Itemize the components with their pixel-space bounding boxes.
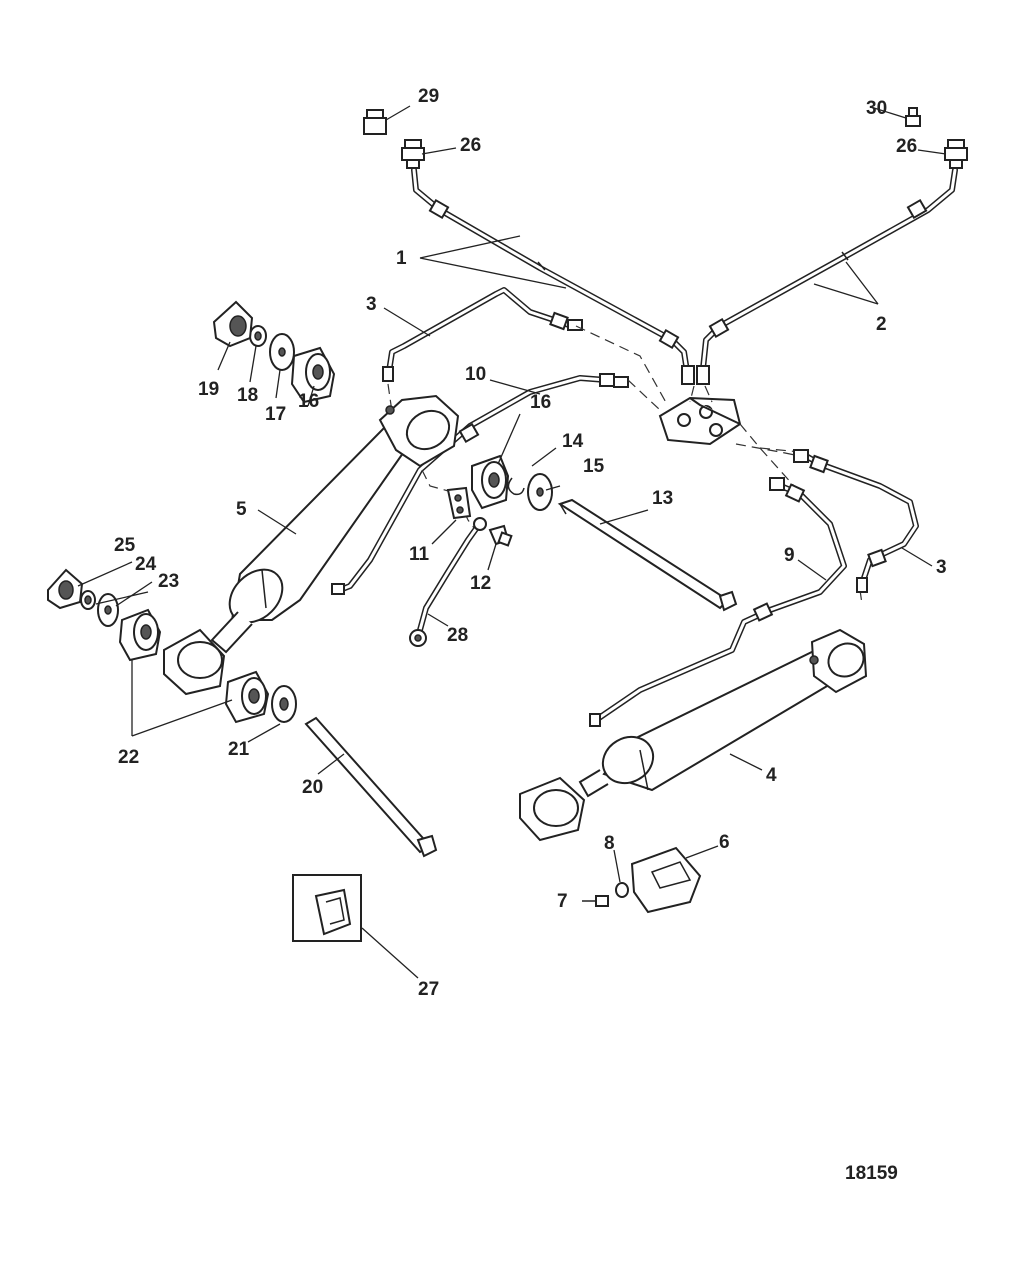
nut-24 [80, 590, 96, 610]
callout-9: 9 [784, 545, 795, 566]
hydraulic-line-2 [699, 167, 958, 381]
callout-19: 19 [198, 379, 219, 400]
callout-17: 17 [265, 404, 286, 425]
leader-lines [77, 105, 947, 979]
clip-6 [630, 846, 702, 914]
screw-12 [488, 524, 513, 547]
callout-10: 10 [465, 364, 486, 385]
washer-8 [615, 882, 629, 898]
hydraulic-line-9 [589, 477, 847, 727]
bushing-16-lower [471, 454, 510, 510]
ground-strap-28 [409, 517, 487, 647]
callout-12: 12 [470, 573, 491, 594]
callout-21: 21 [228, 739, 250, 760]
hydraulic-cylinder-5 [210, 394, 460, 654]
callout-23: 23 [158, 571, 179, 592]
bushing-22-lower [224, 670, 270, 724]
hydraulic-line-3-right [793, 449, 919, 593]
line-end-fittings [681, 365, 710, 385]
cap-25 [47, 568, 84, 610]
bushing-22-upper [118, 608, 162, 662]
inset-box-27 [292, 874, 362, 942]
nut-18 [249, 325, 267, 347]
figure-number: 18159 [845, 1163, 898, 1184]
bracket-11 [446, 486, 472, 520]
hydraulic-cylinder-4 [578, 628, 868, 798]
fitting-26-right [944, 139, 968, 169]
callout-18: 18 [237, 385, 258, 406]
callout-25: 25 [114, 535, 136, 556]
callout-27: 27 [418, 979, 439, 1000]
fitting-26-left [401, 139, 425, 169]
callout-4: 4 [766, 765, 777, 786]
cylinder-4-rod-end [519, 776, 586, 842]
callout-1: 1 [396, 248, 407, 269]
callout-labels: 29 26 1 30 26 2 3 10 16 14 15 13 19 18 1… [114, 86, 947, 1184]
washer-17 [269, 333, 295, 371]
washer-23 [97, 593, 119, 627]
callout-14: 14 [562, 431, 584, 452]
callout-16-left: 16 [298, 391, 319, 412]
callout-29: 29 [418, 86, 439, 107]
callout-3-lower: 3 [936, 557, 947, 578]
screw-7 [582, 895, 609, 907]
hydraulic-line-1 [411, 167, 691, 381]
callout-16-right: 16 [530, 392, 551, 413]
callout-20: 20 [302, 777, 323, 798]
pivot-pin-20 [304, 716, 438, 858]
callout-6: 6 [719, 832, 730, 853]
bushing-16-upper [290, 346, 336, 404]
hydraulic-line-3-left [382, 287, 583, 382]
fitting-29 [363, 109, 387, 135]
callout-24: 24 [135, 554, 157, 575]
callout-7: 7 [557, 891, 568, 912]
washer-21 [271, 685, 297, 723]
callout-26-left: 26 [460, 135, 481, 156]
fitting-30 [905, 107, 921, 127]
callout-8: 8 [604, 833, 615, 854]
callout-13: 13 [652, 488, 673, 509]
callout-30: 30 [866, 98, 887, 119]
pivot-pin-13 [557, 498, 738, 612]
callout-22: 22 [118, 747, 139, 768]
rod-end-cap [163, 628, 226, 696]
callout-11: 11 [409, 544, 430, 565]
cap-19 [212, 300, 254, 348]
callout-28: 28 [447, 625, 468, 646]
washer-15 [527, 473, 553, 511]
manifold-block [658, 396, 742, 446]
callout-5: 5 [236, 499, 247, 520]
clip-14 [507, 477, 525, 496]
callout-26-right: 26 [896, 136, 917, 157]
callout-3-upper: 3 [366, 294, 377, 315]
callout-15: 15 [583, 456, 605, 477]
callout-2: 2 [876, 314, 887, 335]
